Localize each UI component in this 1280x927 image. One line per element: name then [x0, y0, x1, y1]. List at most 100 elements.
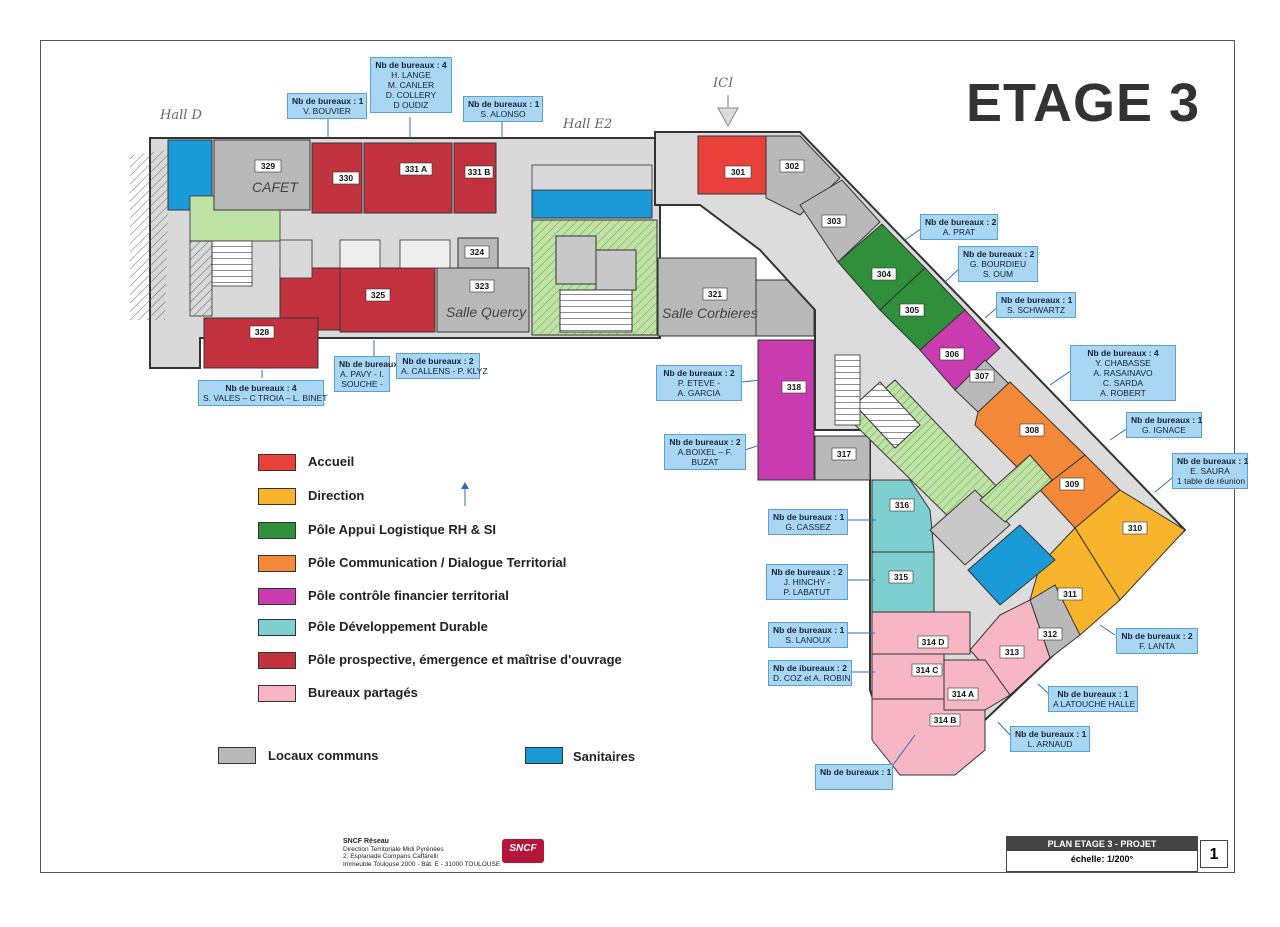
room-331a [363, 142, 453, 214]
legend-label: Pôle Appui Logistique RH & SI [308, 522, 497, 537]
swatch-logistique [258, 522, 296, 539]
swatch-accueil [258, 454, 296, 471]
core-elevator [555, 235, 597, 285]
legend-label: Pôle prospective, émergence et maîtrise … [308, 652, 622, 667]
left-wing [130, 137, 815, 369]
legend-label: Pôle contrôle financier territorial [308, 588, 509, 603]
legend-label: Direction [308, 488, 365, 503]
title-block: PLAN ETAGE 3 - PROJET échelle: 1/200° [1006, 836, 1198, 872]
ici-note: ICI [713, 76, 734, 91]
ici-arrow [717, 95, 739, 128]
room-329 [213, 139, 311, 211]
label-310: 310 [1128, 523, 1142, 533]
label-323: 323 [475, 281, 489, 291]
label-302: 302 [785, 161, 799, 171]
room-labels: 329 330 331 A 331 B 301 302 303 304 305 … [249, 159, 1148, 727]
legend-label: Pôle Communication / Dialogue Territoria… [308, 555, 567, 570]
room-328 [203, 317, 319, 369]
core-diagonal-stairs [854, 381, 921, 449]
callout-eteve: Nb de bureaux : 2 P. ETEVE -A. GARCIA [656, 365, 742, 401]
room-301 [697, 135, 767, 195]
hall-d-note: Hall D [160, 108, 202, 123]
label-303: 303 [827, 216, 841, 226]
stairs-left [211, 240, 253, 287]
hall-e2-note: Hall E2 [563, 117, 613, 132]
label-328: 328 [255, 327, 269, 337]
sanitaire-right [967, 524, 1056, 606]
label-307: 307 [975, 371, 989, 381]
swatch-sanitaires [525, 747, 563, 764]
label-314b: 314 B [934, 715, 957, 725]
label-324: 324 [470, 247, 484, 257]
core-stairs [595, 249, 637, 291]
label-321: 321 [708, 289, 722, 299]
label-306: 306 [945, 349, 959, 359]
label-316: 316 [895, 500, 909, 510]
room-318 [757, 339, 815, 481]
label-311: 311 [1063, 589, 1077, 599]
swatch-partages [258, 685, 296, 702]
legend-label: Accueil [308, 454, 355, 469]
label-314d: 314 D [922, 637, 945, 647]
storage-2 [399, 239, 451, 269]
label-314c: 314 C [916, 665, 939, 675]
label-315: 315 [894, 572, 908, 582]
callout-hinchy: Nb de bureaux : 2 J. HINCHY -P. LABATUT [766, 564, 848, 600]
terrace-hatch-left [130, 150, 170, 320]
swatch-communs [218, 747, 256, 764]
plan-title: PLAN ETAGE 3 - PROJET [1007, 837, 1197, 851]
hatch-left-core [189, 240, 213, 317]
legend-label: Pôle Développement Durable [308, 619, 488, 634]
footer-address-2: 2, Esplanade Compans Caffarelli [343, 853, 438, 860]
core-stairs-lower [559, 289, 633, 333]
room-reprography [755, 279, 815, 337]
label-301: 301 [731, 167, 745, 177]
arrow-up-indicator [461, 482, 469, 506]
page-title: ETAGE 3 [966, 73, 1201, 133]
label-331a: 331 A [405, 164, 427, 174]
legend-label: Locaux communs [268, 748, 379, 763]
callout-unassigned: Nb de bureaux : 1 [815, 764, 893, 790]
stairs-318 [834, 354, 861, 426]
kitchenette [531, 164, 653, 191]
label-330: 330 [339, 173, 353, 183]
callout-pavy: Nb de bureaux : 2 A. PAVY - I.SOUCHE - [334, 356, 410, 392]
core-diagonal-green [979, 454, 1053, 523]
swatch-prospective [258, 652, 296, 669]
label-329: 329 [261, 161, 275, 171]
footer-address: SNCF Réseau Direction Territoriale Midi … [343, 838, 500, 868]
label-305: 305 [905, 305, 919, 315]
label-salle-quercy: Salle Quercy [446, 304, 527, 320]
label-325: 325 [371, 290, 385, 300]
stair-small [279, 239, 313, 279]
swatch-communication [258, 555, 296, 572]
label-312: 312 [1043, 629, 1057, 639]
sanitaire-upper [531, 189, 653, 219]
label-cafet: CAFET [252, 179, 299, 195]
plan-scale: échelle: 1/200° [1070, 854, 1134, 864]
footer-address-1: Direction Territoriale Midi Pyrénées [343, 845, 444, 853]
label-304: 304 [877, 269, 891, 279]
sncf-logo: SNCF [502, 839, 544, 863]
label-314a: 314 A [952, 689, 974, 699]
legend-label: Bureaux partagés [308, 685, 418, 700]
room-325 [339, 267, 436, 333]
page-number: 1 [1200, 840, 1228, 868]
room-317 [814, 435, 871, 481]
label-308: 308 [1025, 425, 1039, 435]
label-313: 313 [1005, 647, 1019, 657]
label-317: 317 [837, 449, 851, 459]
